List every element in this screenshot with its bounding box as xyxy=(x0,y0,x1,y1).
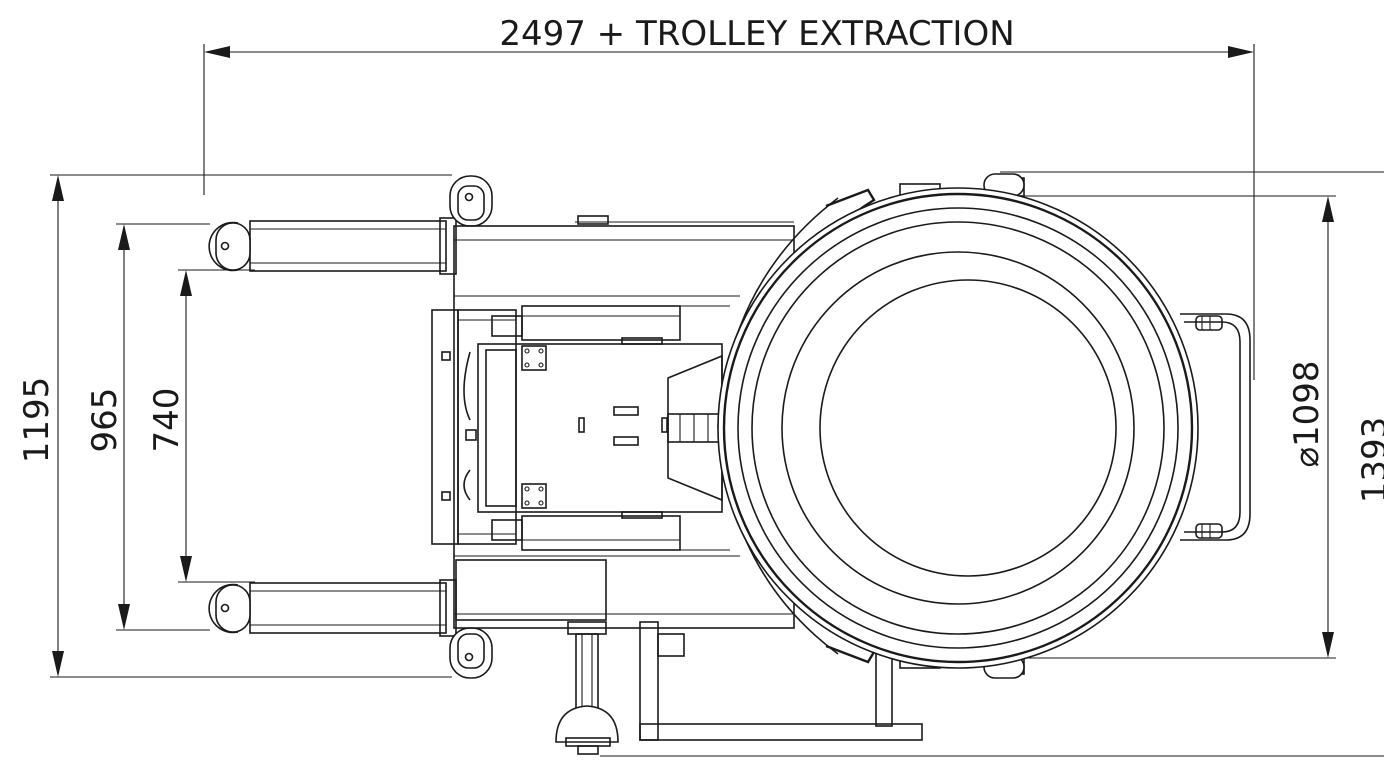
caster-wheel-chassis-bottom xyxy=(449,627,493,679)
dimension-inner-span-label: 740 xyxy=(147,388,187,453)
dimension-drum-diameter-label: ⌀1098 xyxy=(1287,360,1327,467)
fork-arm-bottom xyxy=(249,579,457,637)
drum-assembly xyxy=(717,173,1199,679)
caster-wheel-fork-bottom xyxy=(208,583,251,634)
guide-rail-top xyxy=(491,305,730,345)
dimension-overall-length-label: 2497 + TROLLEY EXTRACTION xyxy=(499,14,1014,54)
dimension-outer-wheel-span: 965 xyxy=(85,223,210,631)
diameter-value: 1098 xyxy=(1287,360,1327,447)
drum-coupling xyxy=(667,354,723,502)
dimension-overall-width: 1195 xyxy=(17,174,452,678)
dimension-inner-span: 740 xyxy=(147,269,255,583)
caster-wheel-fork-top xyxy=(208,221,251,272)
motor-housing xyxy=(455,559,794,621)
caster-wheel-chassis-top xyxy=(449,175,493,227)
dimension-right-height: 1393 xyxy=(600,171,1384,757)
dimension-outer-wheel-span-label: 965 xyxy=(85,388,125,453)
control-panel xyxy=(431,309,517,545)
diameter-symbol: ⌀ xyxy=(1287,447,1327,467)
dimension-drum-diameter: ⌀1098 xyxy=(1000,195,1336,659)
fork-arm-top xyxy=(249,217,457,275)
dimension-overall-width-label: 1195 xyxy=(17,377,57,464)
carriage-plate xyxy=(477,343,723,513)
dimension-right-height-label: 1393 xyxy=(1355,417,1384,504)
dimension-overall-length: 2497 + TROLLEY EXTRACTION xyxy=(203,14,1255,380)
drum-side-handle xyxy=(1180,313,1251,541)
pull-handle xyxy=(555,621,619,755)
guide-rail-bottom xyxy=(491,511,730,551)
